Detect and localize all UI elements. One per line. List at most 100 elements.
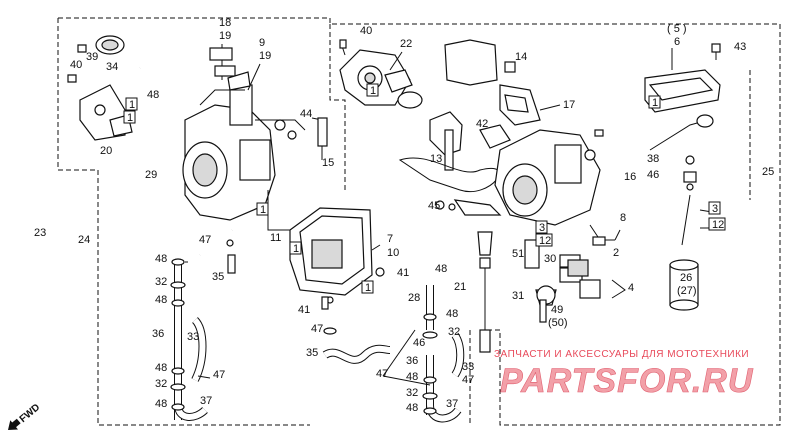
- carburetor-right-assembly: [444, 39, 626, 323]
- boxed-label-b1g: 1: [648, 95, 661, 109]
- callout-label-l22: 22: [400, 38, 412, 50]
- callout-label-l32b: 32: [155, 378, 167, 390]
- boxed-label-b1f: 1: [361, 280, 374, 294]
- float-chamber-assembly: [198, 190, 385, 310]
- callout-label-l32d: 32: [406, 387, 418, 399]
- boxed-label-b1d: 1: [256, 202, 269, 216]
- callout-label-l48b: 48: [155, 253, 167, 265]
- center-drain-hoses: [322, 231, 493, 423]
- callout-label-l47d: 47: [376, 368, 388, 380]
- callout-label-l32a: 32: [155, 276, 167, 288]
- callout-label-l48i: 48: [406, 402, 418, 414]
- boxed-label-text: 3: [712, 203, 718, 215]
- callout-label-l45: 45: [428, 200, 440, 212]
- boxed-label-b1c: 1: [366, 83, 379, 97]
- watermark-subtitle: ЗАПЧАСТИ И АКСЕССУАРЫ ДЛЯ МОТОТЕХНИКИ: [494, 349, 749, 360]
- boxed-label-b1e: 1: [289, 241, 302, 255]
- callout-label-l24: 24: [78, 234, 90, 246]
- callout-label-l26: 26: [680, 272, 692, 284]
- carburetor-left-assembly: [67, 35, 328, 251]
- callout-label-l46: 46: [413, 337, 425, 349]
- label-box: [648, 95, 661, 109]
- boxed-label-b1a: 1: [125, 97, 138, 111]
- callout-label-l40a: 40: [70, 59, 82, 71]
- callout-label-l19: 19: [219, 30, 231, 42]
- throttle-link-assembly: [398, 111, 511, 216]
- callout-label-l20: 20: [100, 145, 112, 157]
- label-box: [535, 220, 548, 234]
- callout-label-l25: 25: [762, 166, 774, 178]
- boxed-label-text: 12: [539, 235, 551, 247]
- boxed-label-text: 1: [370, 85, 376, 97]
- callout-label-l10: 10: [387, 247, 399, 259]
- callout-label-l15: 15: [322, 157, 334, 169]
- label-box: [366, 83, 379, 97]
- callout-label-l35b: 35: [306, 347, 318, 359]
- callout-label-l14: 14: [515, 51, 527, 63]
- callout-label-l48g: 48: [446, 308, 458, 320]
- callout-label-l43: 43: [734, 41, 746, 53]
- accelerator-pump-assembly: [339, 39, 423, 109]
- callout-label-l27: (27): [677, 285, 697, 297]
- callout-label-l41b: 41: [298, 304, 310, 316]
- callout-label-l30: 30: [544, 253, 556, 265]
- boxed-label-text: 1: [365, 282, 371, 294]
- label-box: [256, 202, 269, 216]
- label-box: [289, 241, 302, 255]
- boxed-label-b12a: 12: [535, 233, 553, 247]
- callout-label-l41a: 41: [397, 267, 409, 279]
- boxed-label-text: 1: [652, 97, 658, 109]
- boxed-label-b3a: 3: [535, 220, 548, 234]
- callout-label-l2: 2: [613, 247, 619, 259]
- callout-label-l9: 9: [259, 37, 265, 49]
- boxed-label-text: 1: [260, 204, 266, 216]
- boxed-label-text: 3: [539, 222, 545, 234]
- callout-label-l36: 36: [152, 328, 164, 340]
- callout-label-l11: 11: [270, 232, 281, 244]
- callout-label-l47a: 47: [199, 234, 211, 246]
- callout-label-l44: 44: [300, 108, 312, 120]
- assembly-outlines: [57, 17, 781, 426]
- boxed-label-b1b: 1: [123, 110, 136, 124]
- callout-label-l13: 13: [430, 153, 442, 165]
- label-box: [125, 97, 138, 111]
- callout-label-l32c: 32: [448, 326, 460, 338]
- callout-label-l36b: 36: [406, 355, 418, 367]
- callout-label-l49: 49: [551, 304, 563, 316]
- callout-label-l51: 51: [512, 248, 524, 260]
- callout-label-l19b: 19: [259, 50, 271, 62]
- callout-label-l33a: 33: [187, 331, 199, 343]
- callout-label-l48e: 48: [155, 398, 167, 410]
- callout-label-l17: 17: [563, 99, 575, 111]
- callout-label-l7: 7: [387, 233, 393, 245]
- callout-label-l23: 23: [34, 227, 46, 239]
- callout-label-l47c: 47: [311, 323, 323, 335]
- callout-label-l47e: 47: [462, 374, 474, 386]
- callout-label-l5: ( 5 ): [667, 23, 687, 35]
- boxed-label-b12b: 12: [708, 217, 726, 231]
- callout-label-l50: (50): [548, 317, 568, 329]
- callout-label-l29: 29: [145, 169, 157, 181]
- callout-label-l40b: 40: [360, 25, 372, 37]
- callout-label-l21: 21: [454, 281, 466, 293]
- callout-label-l39: 39: [86, 51, 98, 63]
- boxed-label-b3b: 3: [708, 201, 721, 215]
- boxed-label-text: 1: [293, 243, 299, 255]
- boxed-label-text: 12: [712, 219, 724, 231]
- callout-label-l4: 4: [628, 282, 634, 294]
- callout-label-l38: 38: [647, 153, 659, 165]
- label-box: [361, 280, 374, 294]
- right-cover-and-filter: [644, 43, 721, 311]
- callout-label-l18: 18: [219, 17, 231, 29]
- callout-label-l42: 42: [476, 118, 488, 130]
- callout-label-l48a: 48: [147, 89, 159, 101]
- callout-label-l34: 34: [106, 61, 118, 73]
- label-box: [535, 233, 553, 247]
- watermark-brand: PARTSFOR.RU: [500, 362, 754, 400]
- forward-direction-indicator: FWD: [8, 402, 42, 430]
- callout-label-l37a: 37: [200, 395, 212, 407]
